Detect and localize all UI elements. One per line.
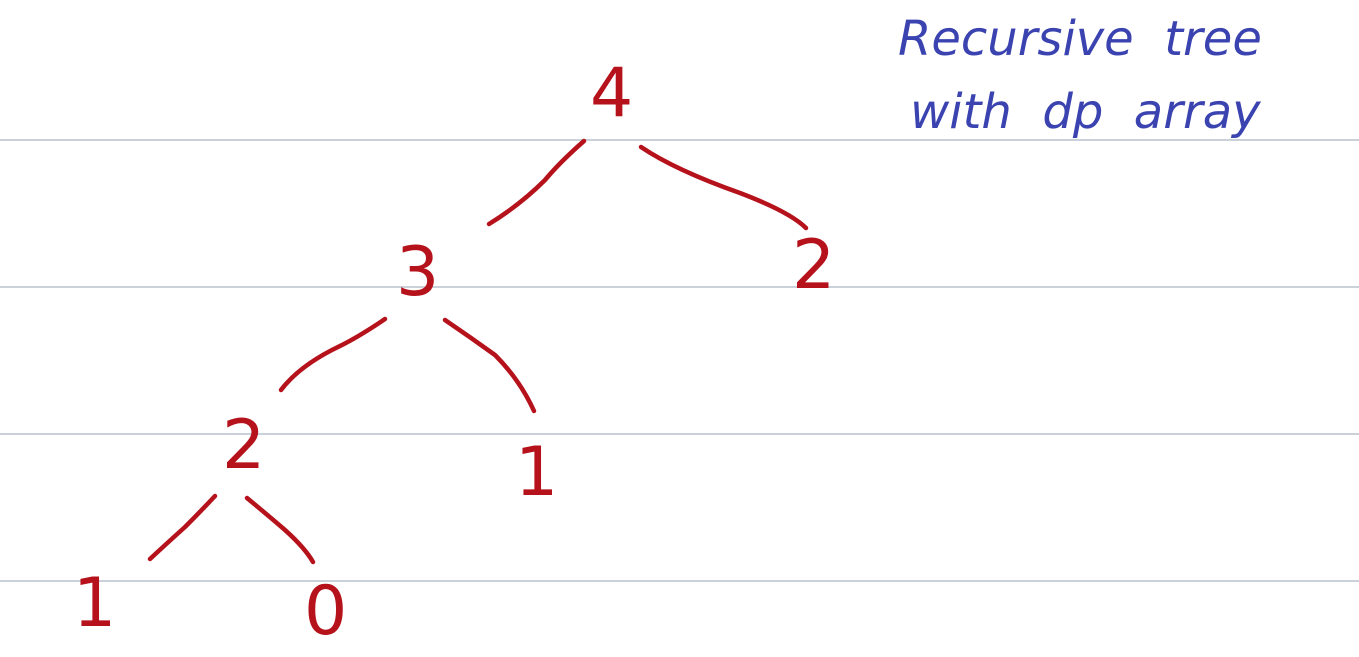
note-line-1: Recursive tree [898,11,1262,67]
edge-2-to-1 [147,493,218,562]
ruled-lines [0,139,1359,582]
node-2-left: 2 [222,406,265,485]
node-0: 0 [304,572,347,651]
node-root-4: 4 [590,54,633,133]
handwritten-note: Recursive tree with dp array [898,11,1262,140]
edge-4-to-2 [638,144,809,231]
tree-nodes: 4 3 2 2 1 1 0 [73,54,835,651]
edge-3-to-1 [442,317,537,414]
node-2-right: 2 [792,226,835,305]
tree-edges [147,138,809,565]
node-1-right: 1 [515,433,558,512]
note-line-2: with dp array [910,84,1261,140]
edge-2-to-0 [244,495,316,565]
node-3: 3 [396,233,439,312]
node-1-left: 1 [73,564,116,643]
edge-3-to-2 [278,316,388,393]
edge-4-to-3 [486,138,587,227]
